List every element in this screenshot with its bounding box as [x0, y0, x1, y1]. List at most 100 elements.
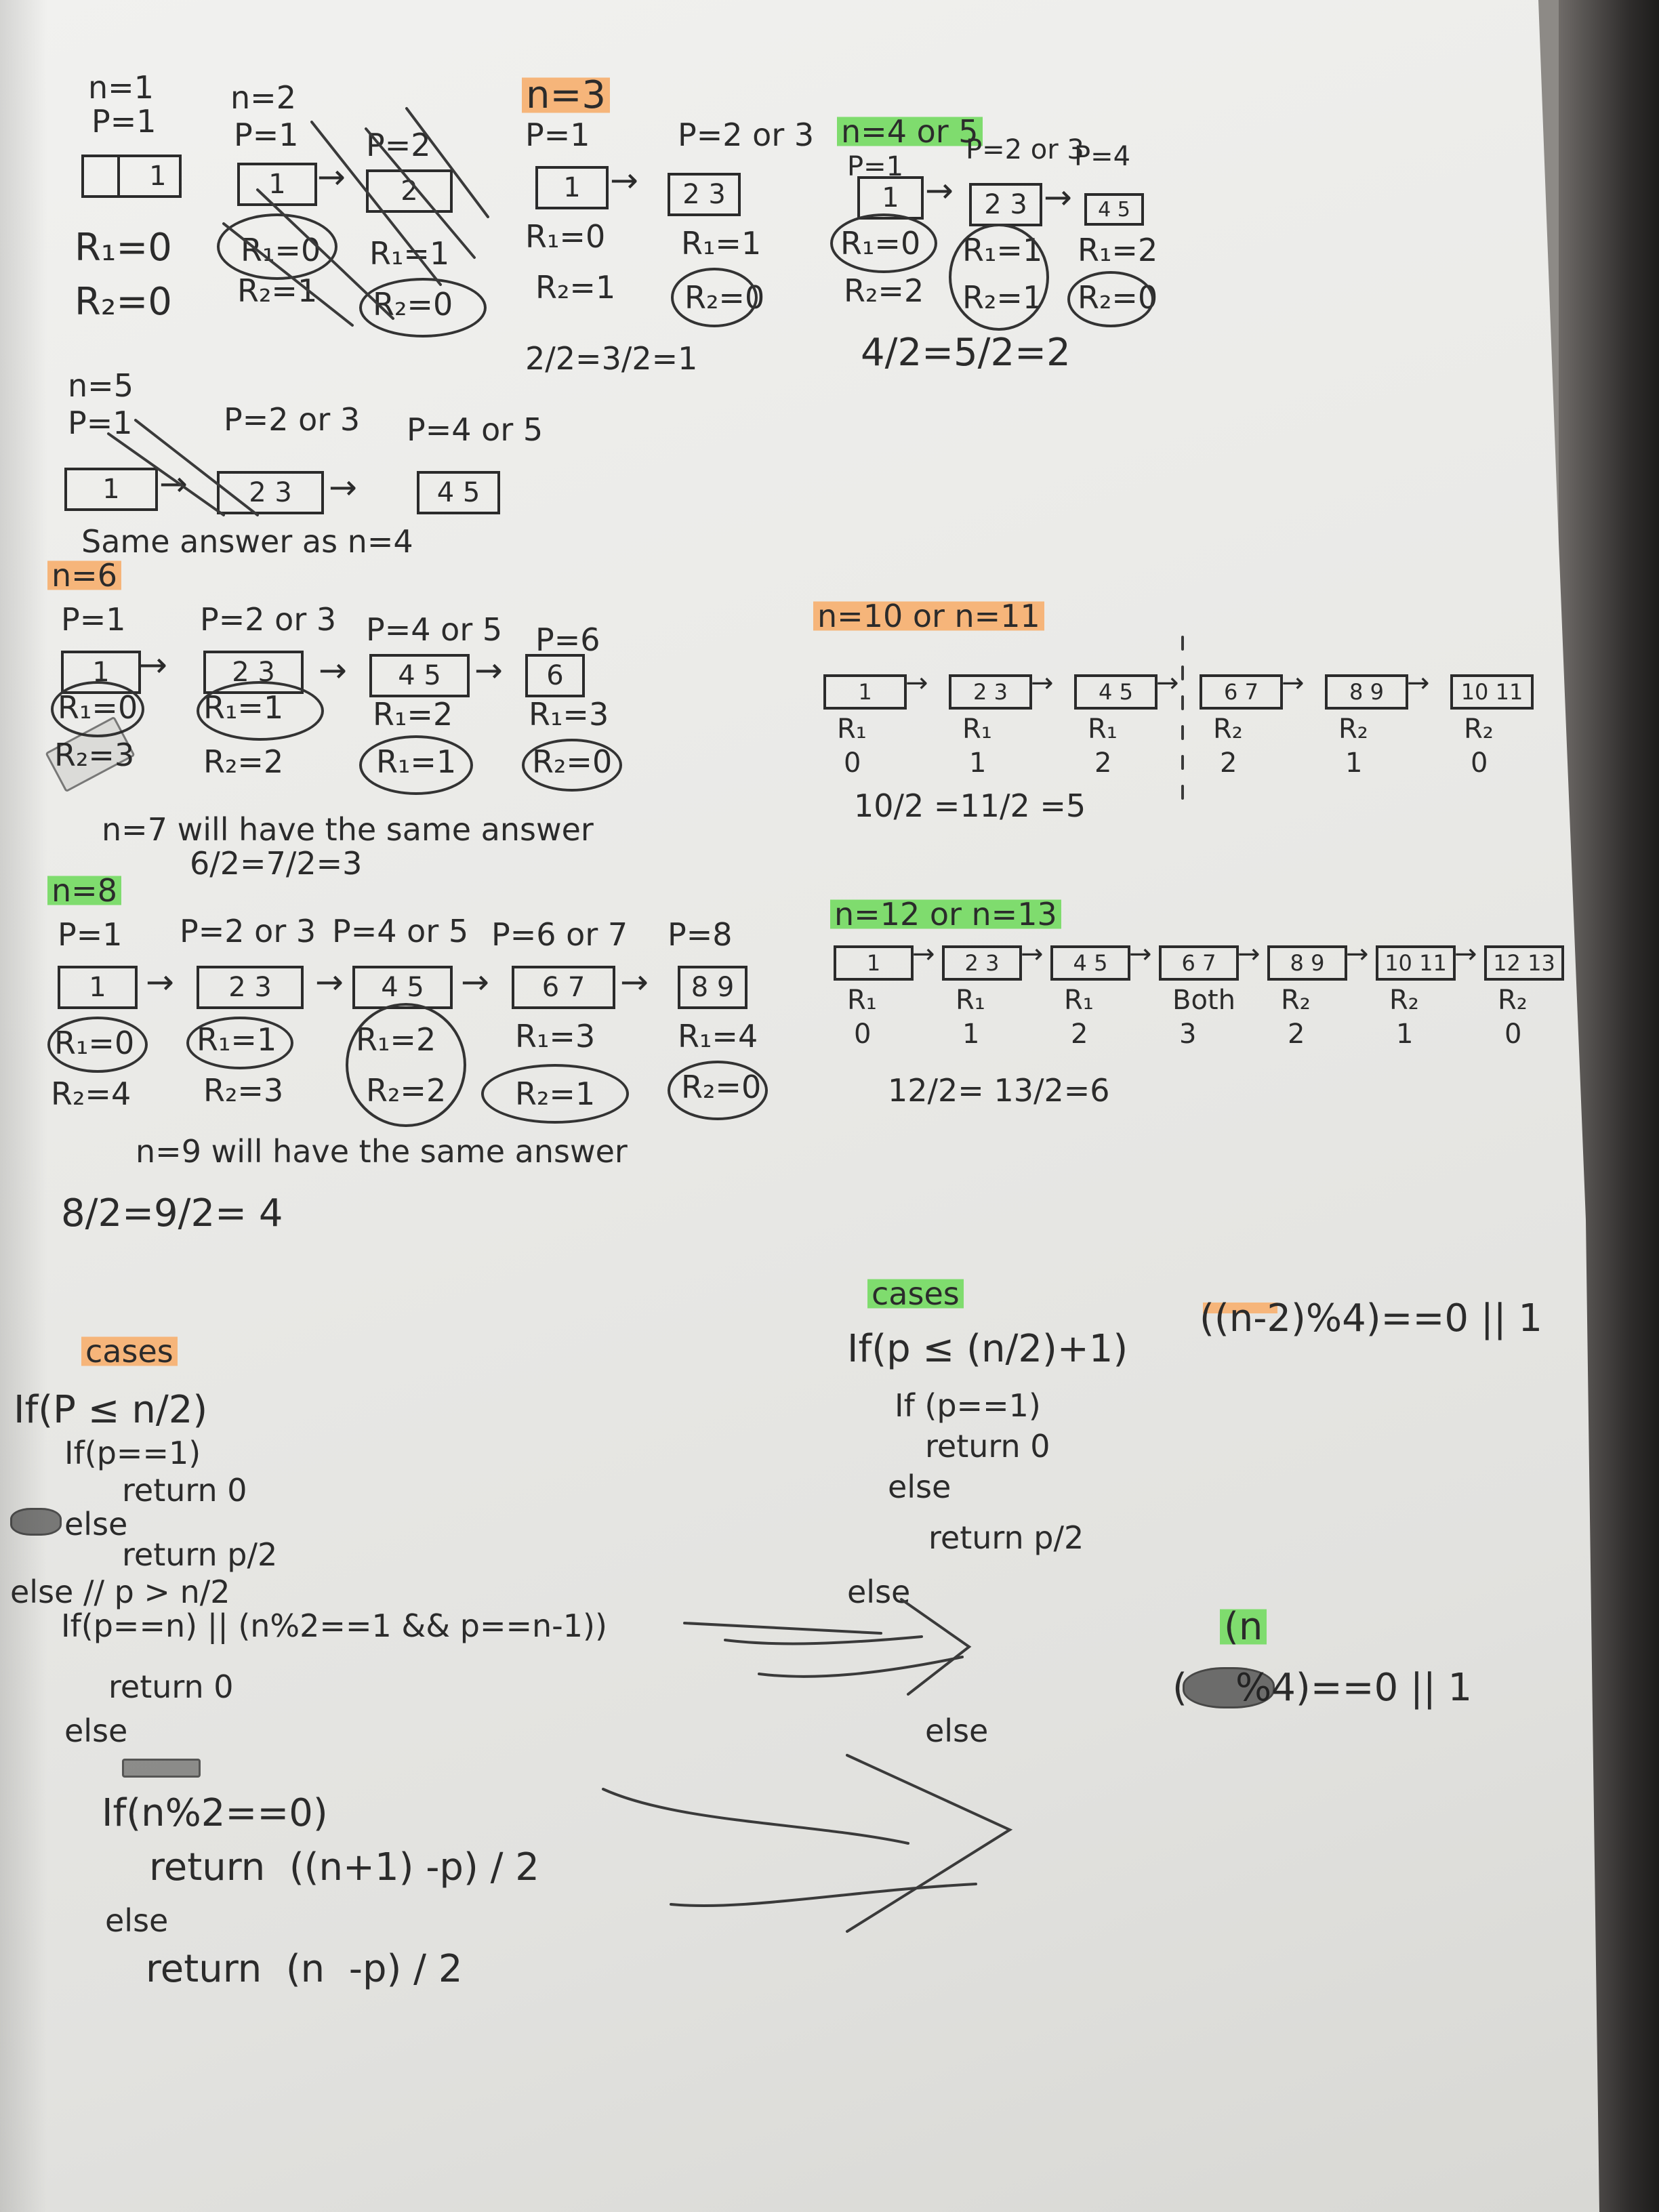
n8-r2b: R₂=3: [203, 1072, 284, 1109]
paper-shadow: [0, 0, 47, 2212]
n8-p2: P=2 or 3: [180, 913, 316, 949]
n1011-node-1-value: 1: [858, 679, 872, 705]
n1213-label-4: Both: [1172, 985, 1235, 1016]
n1011-node-1: 1: [823, 674, 907, 710]
strike-line-6: [107, 432, 225, 516]
n2-p1: P=1: [234, 117, 299, 153]
n8-node-e: 8 9: [678, 966, 747, 1009]
n8-node-b: 2 3: [197, 966, 304, 1009]
n1213-value-7: 0: [1504, 1019, 1522, 1050]
n5-note: Same answer as n=4: [81, 523, 413, 560]
arrow-stroke-1b: [724, 1635, 923, 1645]
n1011-label-4: R₂: [1213, 714, 1243, 745]
n1011-value-3: 2: [1094, 747, 1112, 779]
n1213-node-4: 6 7: [1159, 945, 1239, 981]
cases-right-line-4: else: [888, 1469, 951, 1505]
n1011-label-6: R₂: [1464, 714, 1494, 745]
n6-p2: P=2 or 3: [200, 601, 337, 638]
n8-p1: P=1: [58, 916, 123, 953]
n8-node-c-value: 4 5: [381, 972, 424, 1003]
strike-line-3: [310, 121, 442, 286]
n1011-node-6-value: 10 11: [1460, 679, 1523, 705]
n1-node: 1: [81, 155, 182, 198]
n45-r2a: R₂=2: [844, 272, 924, 309]
n3-eq: 2/2=3/2=1: [525, 340, 698, 377]
n6-arrow-3: →: [474, 651, 503, 690]
n3-arrow: →: [610, 161, 638, 200]
n8-node-a: 1: [58, 966, 138, 1009]
n1213-node-1-value: 1: [866, 950, 881, 976]
n3-r2a: R₂=1: [535, 269, 616, 306]
cases-right-line-5: return p/2: [928, 1519, 1084, 1556]
n8-note: n=9 will have the same answer: [136, 1133, 628, 1170]
n45-title-text: n=4 or 5: [837, 113, 983, 150]
n45-node-c: 4 5: [1084, 193, 1144, 226]
n8-arrow-2: →: [315, 962, 344, 1002]
n6-r1c: R₁=2: [373, 696, 453, 733]
n8-circle-e: [668, 1061, 768, 1120]
n1011-node-3: 4 5: [1074, 674, 1158, 710]
n3-r1a: R₁=0: [525, 218, 606, 255]
n1213-label-1: R₁: [847, 985, 877, 1016]
n2-arrow: →: [317, 157, 346, 197]
cases-left-line-11: return ((n+1) -p) / 2: [149, 1845, 539, 1889]
cases-right-heading-text: cases: [867, 1275, 964, 1312]
n8-r2a: R₂=4: [51, 1076, 131, 1112]
cases-right-heading: cases: [867, 1274, 964, 1315]
arrow-head-1: [900, 1598, 972, 1696]
n1213-node-6-value: 10 11: [1385, 950, 1447, 976]
n8-eq: 8/2=9/2= 4: [61, 1191, 283, 1235]
n5-arrow-2: →: [329, 468, 357, 507]
n1213-node-1: 1: [834, 945, 914, 981]
n5-node-c-value: 4 5: [436, 477, 480, 508]
cases-left-heading: cases: [81, 1332, 178, 1372]
n8-node-b-value: 2 3: [228, 972, 272, 1003]
n1011-eq: 10/2 =11/2 =5: [854, 787, 1086, 824]
n1011-value-1: 0: [844, 747, 861, 779]
n1213-value-4: 3: [1179, 1019, 1197, 1050]
cases-left-line-4: else: [64, 1506, 128, 1542]
n2-node-a: 1: [237, 163, 317, 206]
n3-circle: [671, 268, 758, 327]
cases-left-line-7: If(p==n) || (n%2==1 && p==n-1)): [61, 1607, 607, 1644]
n1-r1: R₁=0: [75, 226, 172, 270]
cases-left-line-12: else: [105, 1902, 169, 1939]
n1213-title: n=12 or n=13: [830, 895, 1061, 935]
cases-left-heading-text: cases: [81, 1333, 178, 1370]
n1213-label-5: R₂: [1281, 985, 1311, 1016]
n1213-label-3: R₁: [1064, 985, 1094, 1016]
n1213-arrow-6: →: [1454, 939, 1477, 970]
cases-left-scribble-2: [122, 1759, 201, 1778]
n6-circle-a: [51, 681, 144, 737]
n1213-node-5: 8 9: [1267, 945, 1347, 981]
n1011-arrow-3: →: [1156, 668, 1179, 699]
arrow-head-2: [846, 1754, 1013, 1933]
n45-node-a-value: 1: [882, 182, 899, 213]
n5-node-a-value: 1: [102, 474, 120, 505]
n5-p2: P=2 or 3: [224, 401, 361, 438]
n45-p3: P=4: [1074, 141, 1131, 172]
n1011-value-6: 0: [1471, 747, 1488, 779]
n8-circle-a: [47, 1017, 148, 1073]
n6-note: n=7 will have the same answer: [102, 811, 594, 848]
n2-circle-a: [217, 213, 337, 280]
cases-right-line-7: else: [925, 1713, 989, 1749]
n2-p2: P=2: [366, 127, 431, 163]
strike-line-7: [134, 419, 259, 516]
strike-line-4: [365, 127, 476, 259]
n45-node-b-value: 2 3: [984, 189, 1027, 220]
n8-r1d: R₁=3: [515, 1018, 596, 1054]
formula-2-scribble: [1183, 1667, 1275, 1708]
n6-arrow-1: →: [139, 645, 167, 684]
formula-2-top: (n: [1220, 1603, 1267, 1652]
n1213-value-3: 2: [1071, 1019, 1088, 1050]
n1213-node-2: 2 3: [942, 945, 1022, 981]
n8-arrow-3: →: [461, 962, 489, 1002]
n1213-arrow-4: →: [1237, 939, 1261, 970]
n1-p: P=1: [91, 103, 157, 140]
strike-line-5: [405, 107, 489, 218]
n1213-arrow-3: →: [1129, 939, 1152, 970]
n1011-node-2-value: 2 3: [973, 679, 1008, 705]
n8-p3: P=4 or 5: [332, 913, 469, 949]
n45-arrow-2: →: [1044, 178, 1072, 217]
